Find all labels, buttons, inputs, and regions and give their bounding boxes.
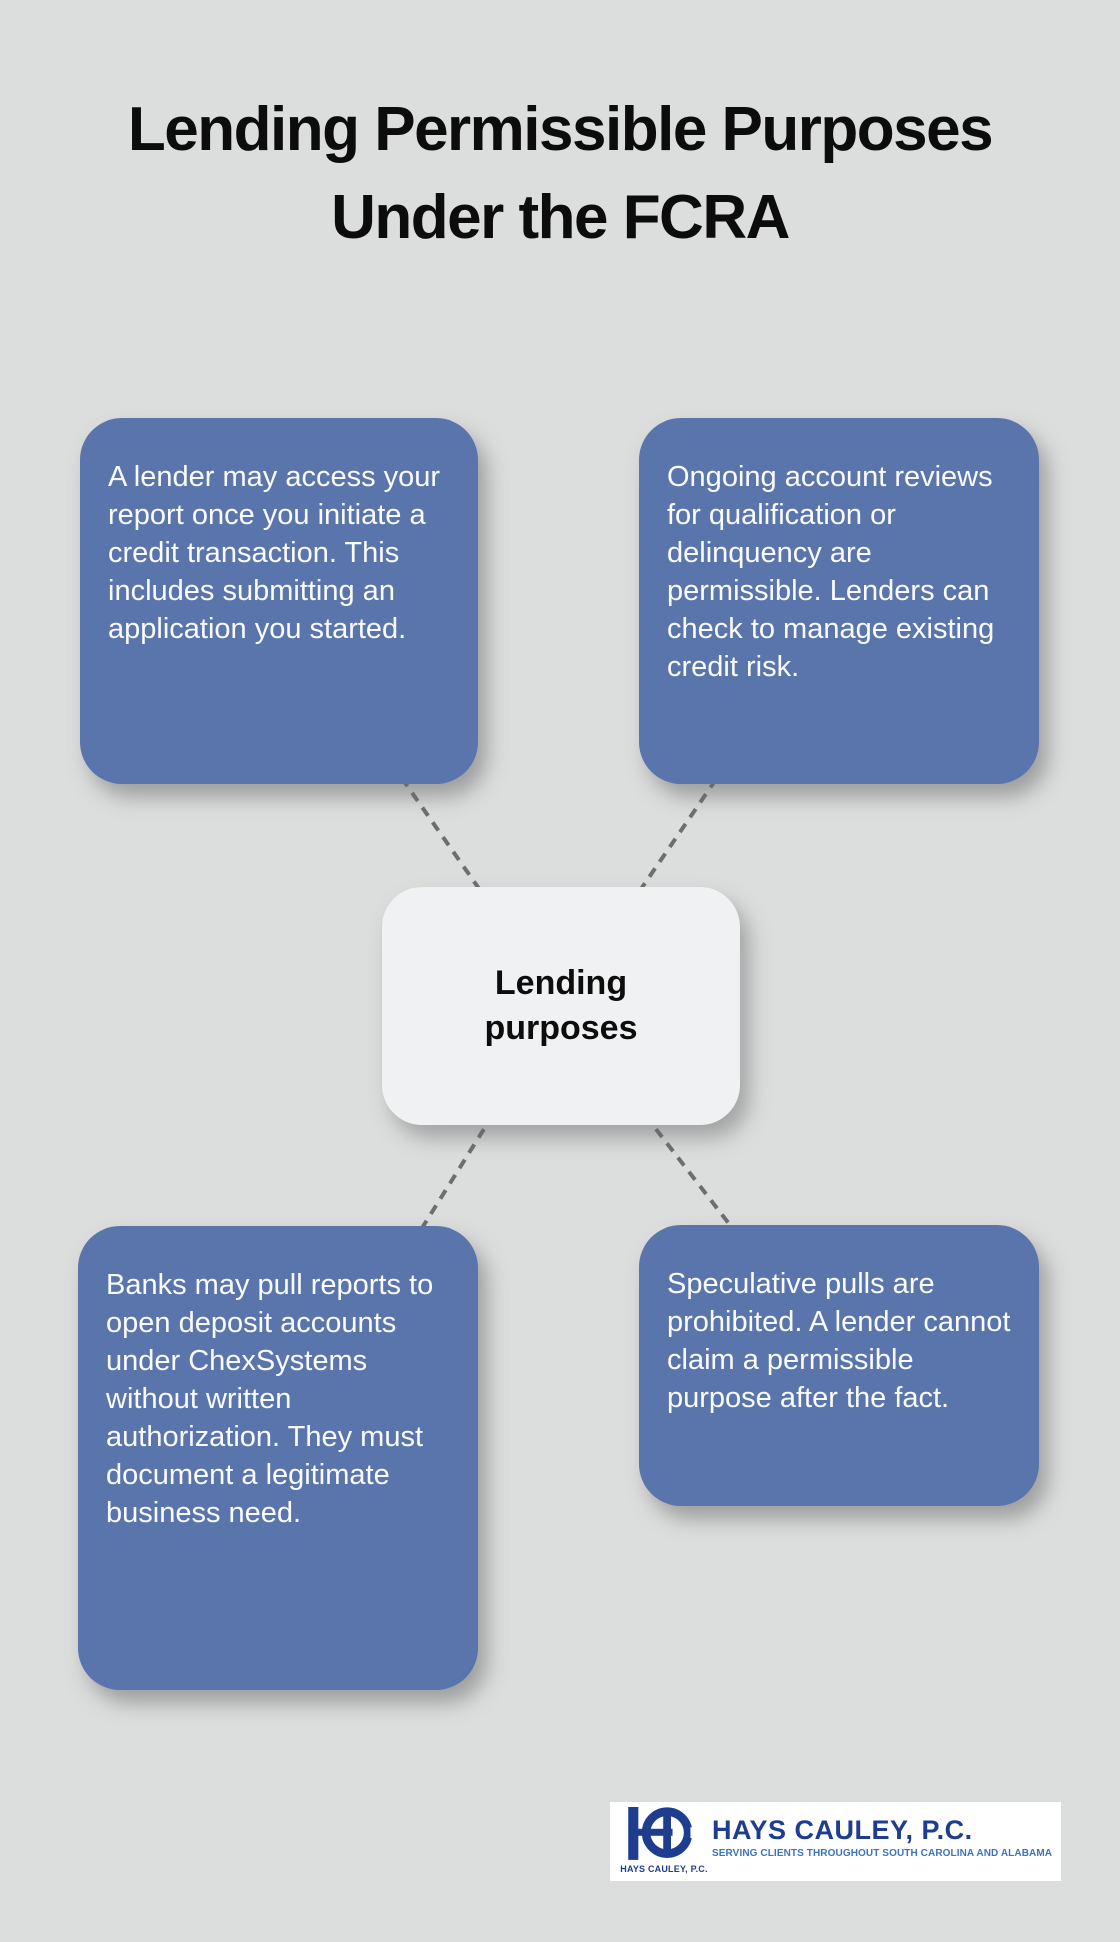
purpose-card-top-left: A lender may access your report once you… <box>80 418 478 784</box>
logo-monogram-caption: HAYS CAULEY, P.C. <box>620 1864 708 1874</box>
purpose-card-bottom-right-text: Speculative pulls are prohibited. A lend… <box>667 1268 1011 1414</box>
logo-monogram-column: HAYS CAULEY, P.C. <box>620 1807 708 1874</box>
page-title-line-1: Lending Permissible Purposes <box>127 95 994 164</box>
logo-firm-name: HAYS CAULEY, P.C. <box>712 1815 973 1845</box>
purpose-card-bottom-left: Banks may pull reports to open deposit a… <box>78 1226 478 1690</box>
page-title: Lending Permissible Purposes Under the F… <box>0 86 1120 262</box>
hc-monogram-icon <box>628 1807 702 1860</box>
purpose-card-top-right: Ongoing account reviews for qualificatio… <box>639 418 1039 784</box>
purpose-card-bottom-right: Speculative pulls are prohibited. A lend… <box>639 1225 1039 1506</box>
center-node-label: Lending purposes <box>484 964 638 1047</box>
page-title-line-2: Under the FCRA <box>331 183 790 252</box>
purpose-card-top-left-text: A lender may access your report once you… <box>108 461 441 645</box>
purpose-card-top-right-text: Ongoing account reviews for qualificatio… <box>667 461 995 683</box>
center-node: Lending purposes <box>382 887 740 1125</box>
purpose-card-bottom-left-text: Banks may pull reports to open deposit a… <box>106 1269 434 1529</box>
logo-tagline: SERVING CLIENTS THROUGHOUT SOUTH CAROLIN… <box>712 1848 1053 1859</box>
footer-logo: HAYS CAULEY, P.C. HAYS CAULEY, P.C. SERV… <box>610 1802 1061 1881</box>
logo-text-column: HAYS CAULEY, P.C. SERVING CLIENTS THROUG… <box>712 1815 1053 1860</box>
